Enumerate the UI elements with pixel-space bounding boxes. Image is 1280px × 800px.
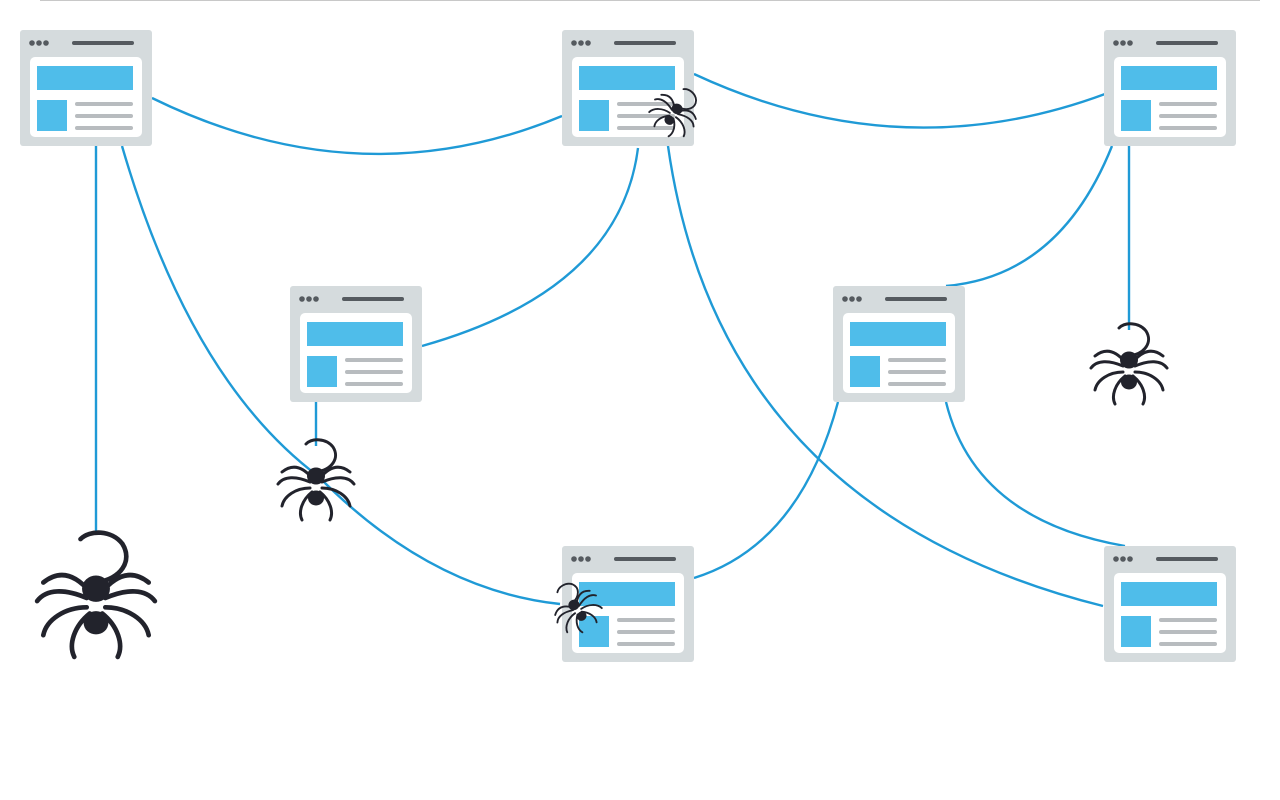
- spider-icon: [276, 438, 356, 522]
- spider-icon: [34, 530, 158, 660]
- web-page-icon: [290, 286, 422, 402]
- link-line: [666, 145, 1104, 608]
- spider-icon: [554, 582, 603, 634]
- web-page-icon: [1104, 30, 1236, 146]
- top-divider: [40, 0, 1260, 1]
- link-line: [693, 401, 840, 580]
- link-line: [944, 401, 1126, 548]
- web-page-icon: [562, 546, 694, 662]
- spider-icon: [648, 88, 698, 138]
- link-line: [120, 145, 319, 477]
- link-line: [693, 72, 1106, 129]
- spiders: [34, 88, 1169, 660]
- web-page-icon: [20, 30, 152, 146]
- web-page-icon: [833, 286, 965, 402]
- web-pages: [20, 30, 1236, 662]
- link-lines: [94, 72, 1131, 608]
- web-page-icon: [1104, 546, 1236, 662]
- link-line: [945, 145, 1114, 288]
- link-line: [421, 147, 640, 348]
- link-line: [151, 96, 563, 156]
- link-line: [317, 475, 561, 606]
- spider-icon: [1089, 322, 1169, 406]
